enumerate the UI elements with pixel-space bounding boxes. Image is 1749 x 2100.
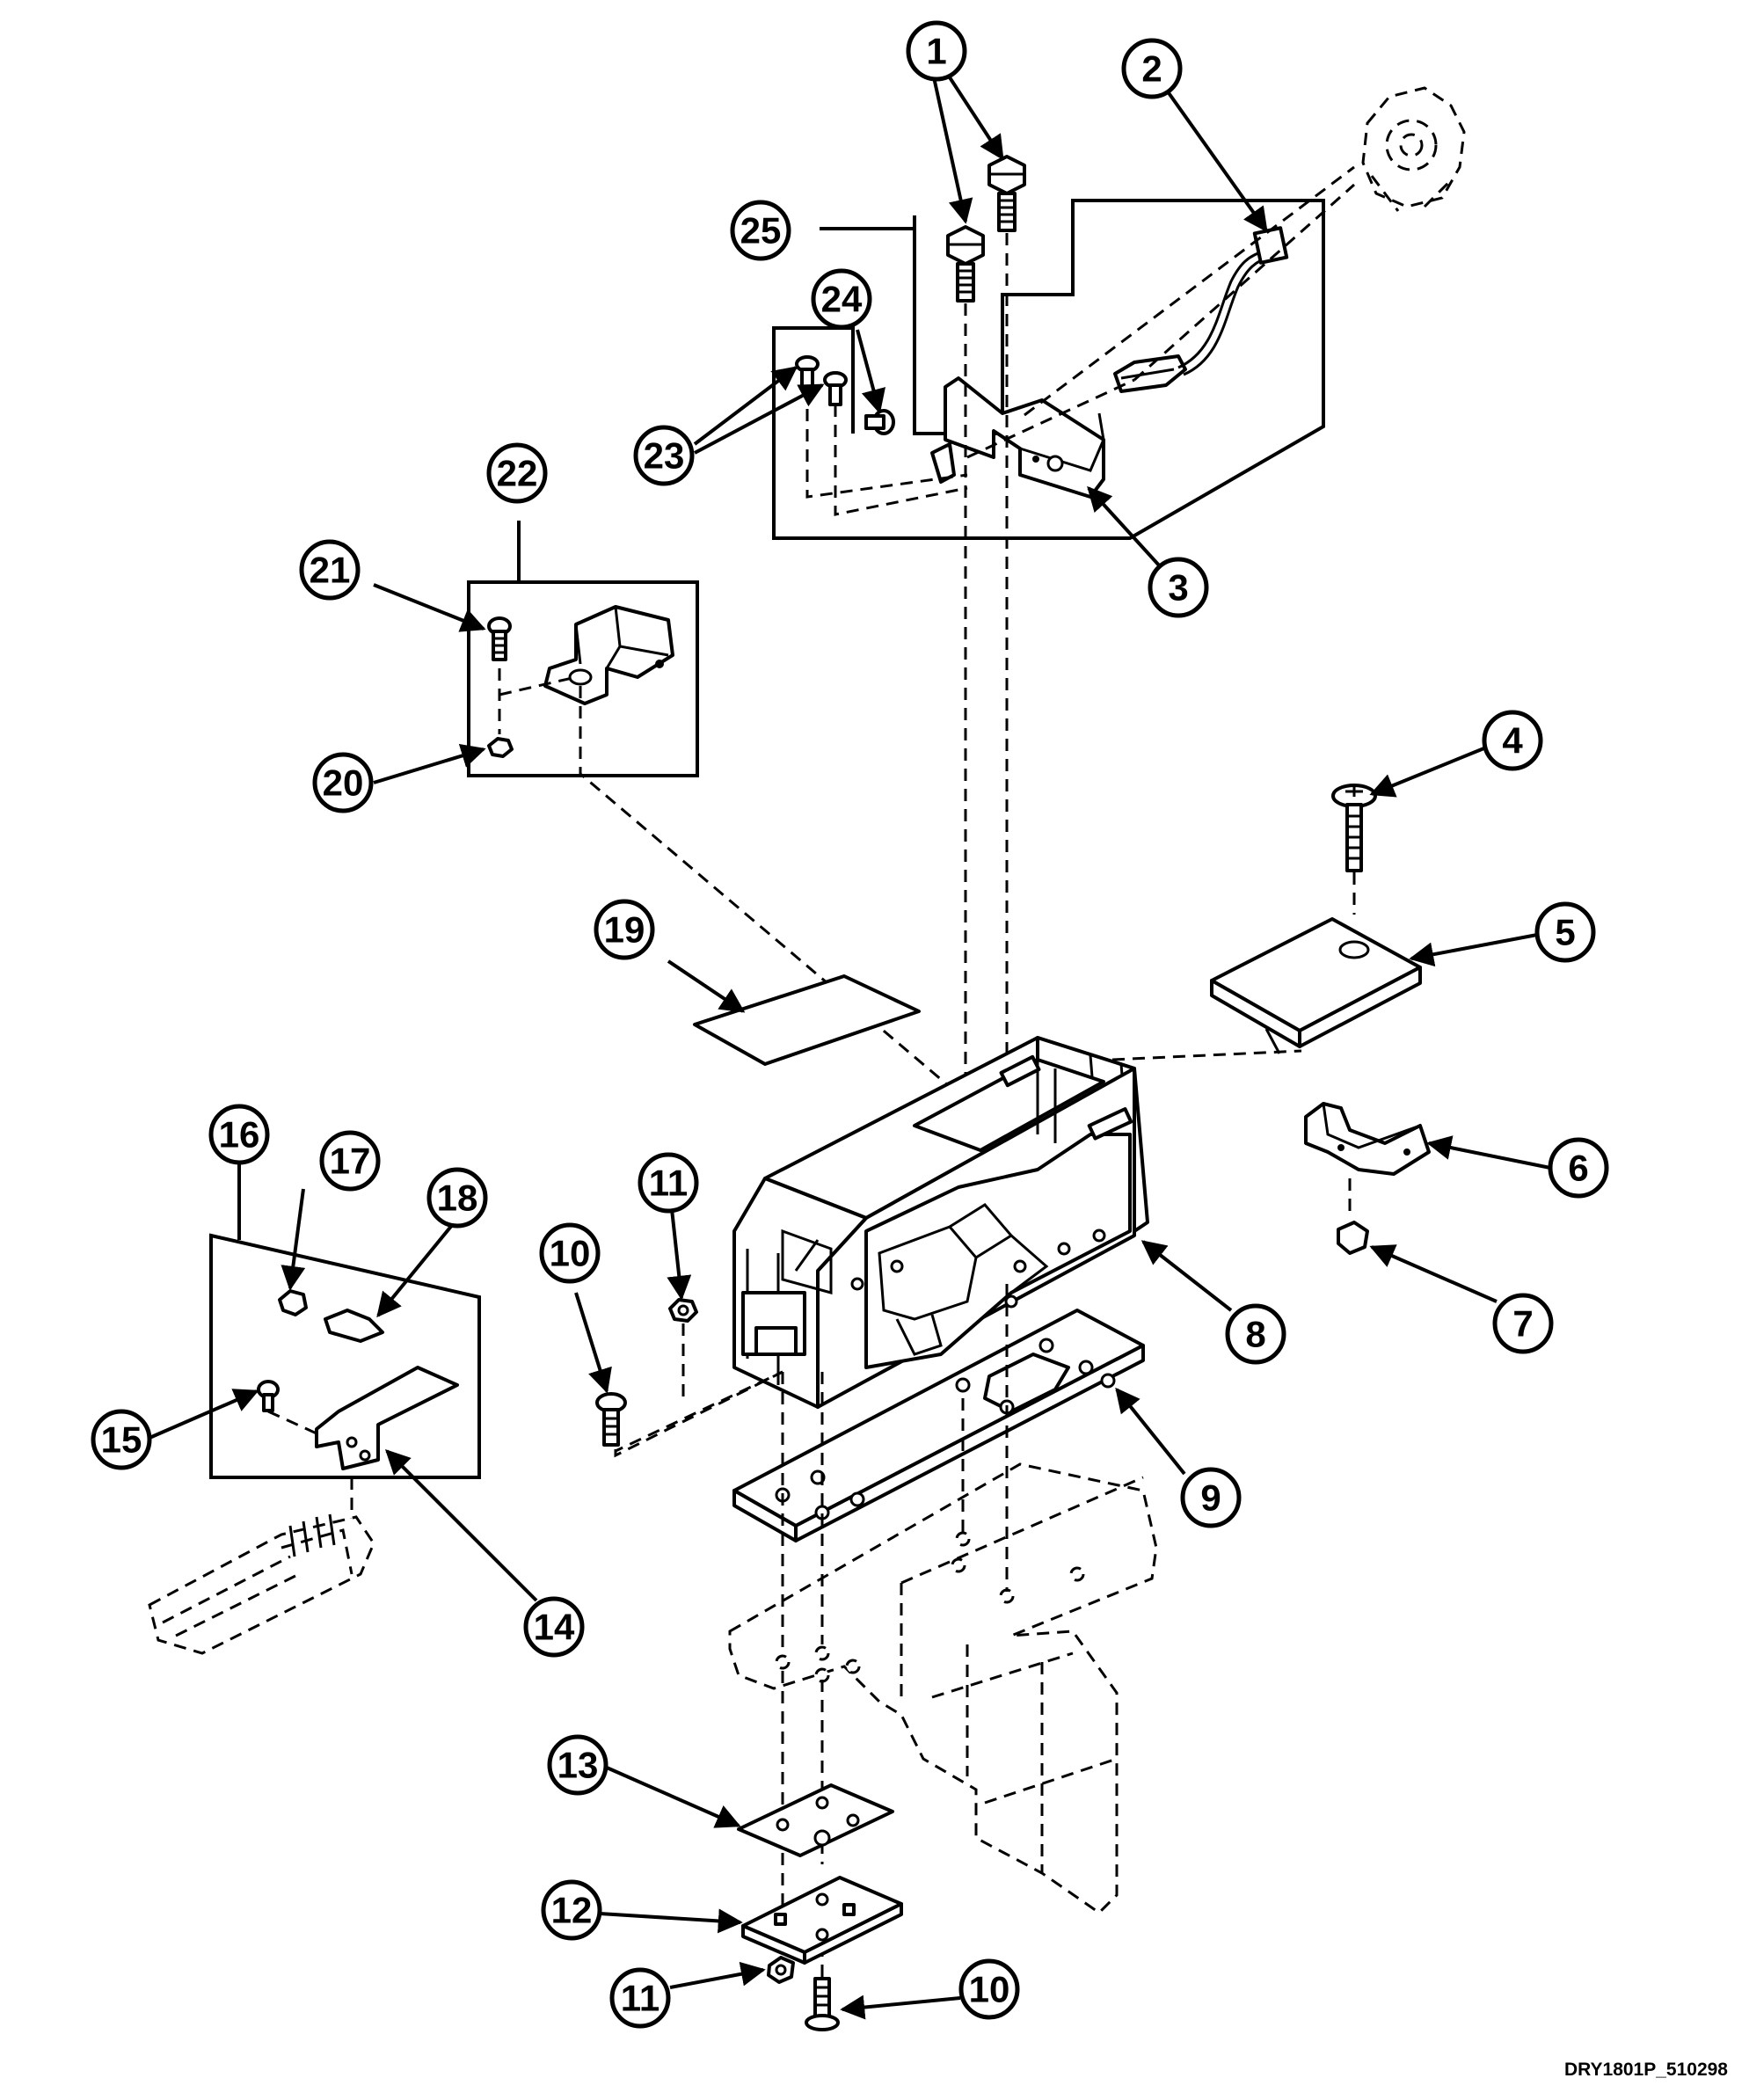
- svg-text:24: 24: [821, 279, 863, 320]
- assembly-16-outline: [209, 1163, 481, 1479]
- screw-24: [864, 409, 895, 435]
- callout-10-left: 10: [539, 1222, 601, 1284]
- svg-text:13: 13: [557, 1745, 599, 1786]
- leader-arrows: [149, 73, 1551, 2020]
- svg-text:6: 6: [1568, 1148, 1588, 1189]
- svg-text:3: 3: [1168, 567, 1188, 609]
- drawing-code: DRY1801P_510298: [1563, 2060, 1728, 2080]
- callout-19: 19: [594, 899, 655, 960]
- callout-18: 18: [426, 1167, 488, 1229]
- svg-text:25: 25: [740, 210, 782, 252]
- callout-15: 15: [91, 1409, 152, 1470]
- callout-7: 7: [1492, 1293, 1554, 1354]
- latch-plate-14: [315, 1366, 459, 1470]
- svg-text:20: 20: [323, 762, 364, 804]
- nut-11-bottom: [767, 1956, 795, 1984]
- svg-text:11: 11: [649, 1163, 688, 1204]
- svg-text:21: 21: [310, 550, 351, 591]
- svg-text:17: 17: [330, 1141, 371, 1182]
- nut-20: [487, 737, 514, 758]
- housing-8: [732, 1036, 1149, 1409]
- callout-11-left: 11: [638, 1152, 699, 1214]
- callout-20: 20: [312, 752, 374, 813]
- svg-text:16: 16: [219, 1114, 260, 1156]
- svg-text:15: 15: [101, 1419, 142, 1461]
- svg-text:9: 9: [1200, 1477, 1221, 1519]
- svg-text:14: 14: [534, 1607, 575, 1648]
- door-latch-dashed: [148, 1513, 375, 1655]
- dash-21-bracket: [499, 675, 577, 696]
- callout-21: 21: [299, 539, 361, 601]
- svg-text:5: 5: [1555, 912, 1575, 953]
- callout-24: 24: [811, 268, 872, 330]
- svg-text:1: 1: [926, 31, 946, 72]
- callout-3: 3: [1148, 557, 1209, 618]
- svg-text:19: 19: [604, 909, 645, 951]
- callout-8: 8: [1225, 1303, 1286, 1365]
- callout-25: 25: [730, 200, 791, 261]
- plate-13: [737, 1783, 894, 1857]
- bolt-10-bottom: [805, 1977, 840, 2031]
- svg-text:4: 4: [1502, 720, 1523, 762]
- alignment-lines-top: [805, 165, 1355, 1134]
- callout-16: 16: [208, 1104, 270, 1165]
- clip-18: [324, 1309, 384, 1343]
- sensor-2: [1113, 226, 1289, 393]
- svg-text:2: 2: [1141, 48, 1162, 90]
- callout-17: 17: [319, 1130, 381, 1192]
- plate-12: [741, 1876, 903, 1965]
- bracket-6: [1304, 1102, 1431, 1176]
- callout-1: 1: [906, 20, 967, 82]
- bolt-10-left: [595, 1392, 627, 1447]
- nut-7: [1337, 1221, 1369, 1255]
- bracket-3: [930, 376, 1105, 499]
- rivet-21: [487, 616, 512, 661]
- dash-5-8: [1111, 1049, 1302, 1061]
- svg-text:23: 23: [644, 435, 685, 477]
- callout-22: 22: [486, 442, 548, 504]
- svg-text:10: 10: [550, 1233, 591, 1274]
- callout-4: 4: [1482, 710, 1543, 771]
- callout-11-bottom: 11: [609, 1967, 671, 2029]
- callout-5: 5: [1534, 901, 1596, 963]
- callout-13: 13: [547, 1734, 609, 1796]
- hex-bolt-left: [946, 225, 985, 303]
- label-sheet-19: [693, 974, 921, 1066]
- callout-6: 6: [1548, 1137, 1609, 1199]
- callout-14: 14: [523, 1596, 585, 1658]
- screw-15: [257, 1380, 280, 1412]
- screw-23-b: [823, 371, 848, 406]
- svg-text:22: 22: [497, 453, 538, 494]
- callout-12: 12: [541, 1879, 602, 1941]
- screw-23-a: [795, 355, 820, 390]
- nut-17: [278, 1289, 308, 1316]
- sprocket-dashed: [1361, 86, 1466, 212]
- svg-text:8: 8: [1245, 1314, 1265, 1355]
- machine-base-dashed: [728, 1462, 1158, 1914]
- screw-4: [1331, 784, 1377, 872]
- callout-23: 23: [633, 425, 695, 486]
- svg-text:10: 10: [969, 1969, 1010, 2010]
- base-plate-9: [732, 1309, 1145, 1542]
- svg-text:11: 11: [621, 1978, 660, 2019]
- bracket-22: [543, 605, 674, 705]
- dash-10-housing: [614, 1370, 783, 1458]
- callout-9: 9: [1180, 1467, 1242, 1528]
- svg-text:18: 18: [437, 1178, 478, 1219]
- callout-10-bottom: 10: [958, 1958, 1020, 2020]
- svg-text:12: 12: [551, 1890, 593, 1931]
- cover-5: [1210, 917, 1422, 1054]
- svg-text:7: 7: [1512, 1303, 1533, 1345]
- hex-bolt-right: [987, 155, 1026, 232]
- dash-15-latch: [267, 1410, 317, 1435]
- nut-11-left: [668, 1298, 698, 1323]
- callout-2: 2: [1121, 38, 1183, 99]
